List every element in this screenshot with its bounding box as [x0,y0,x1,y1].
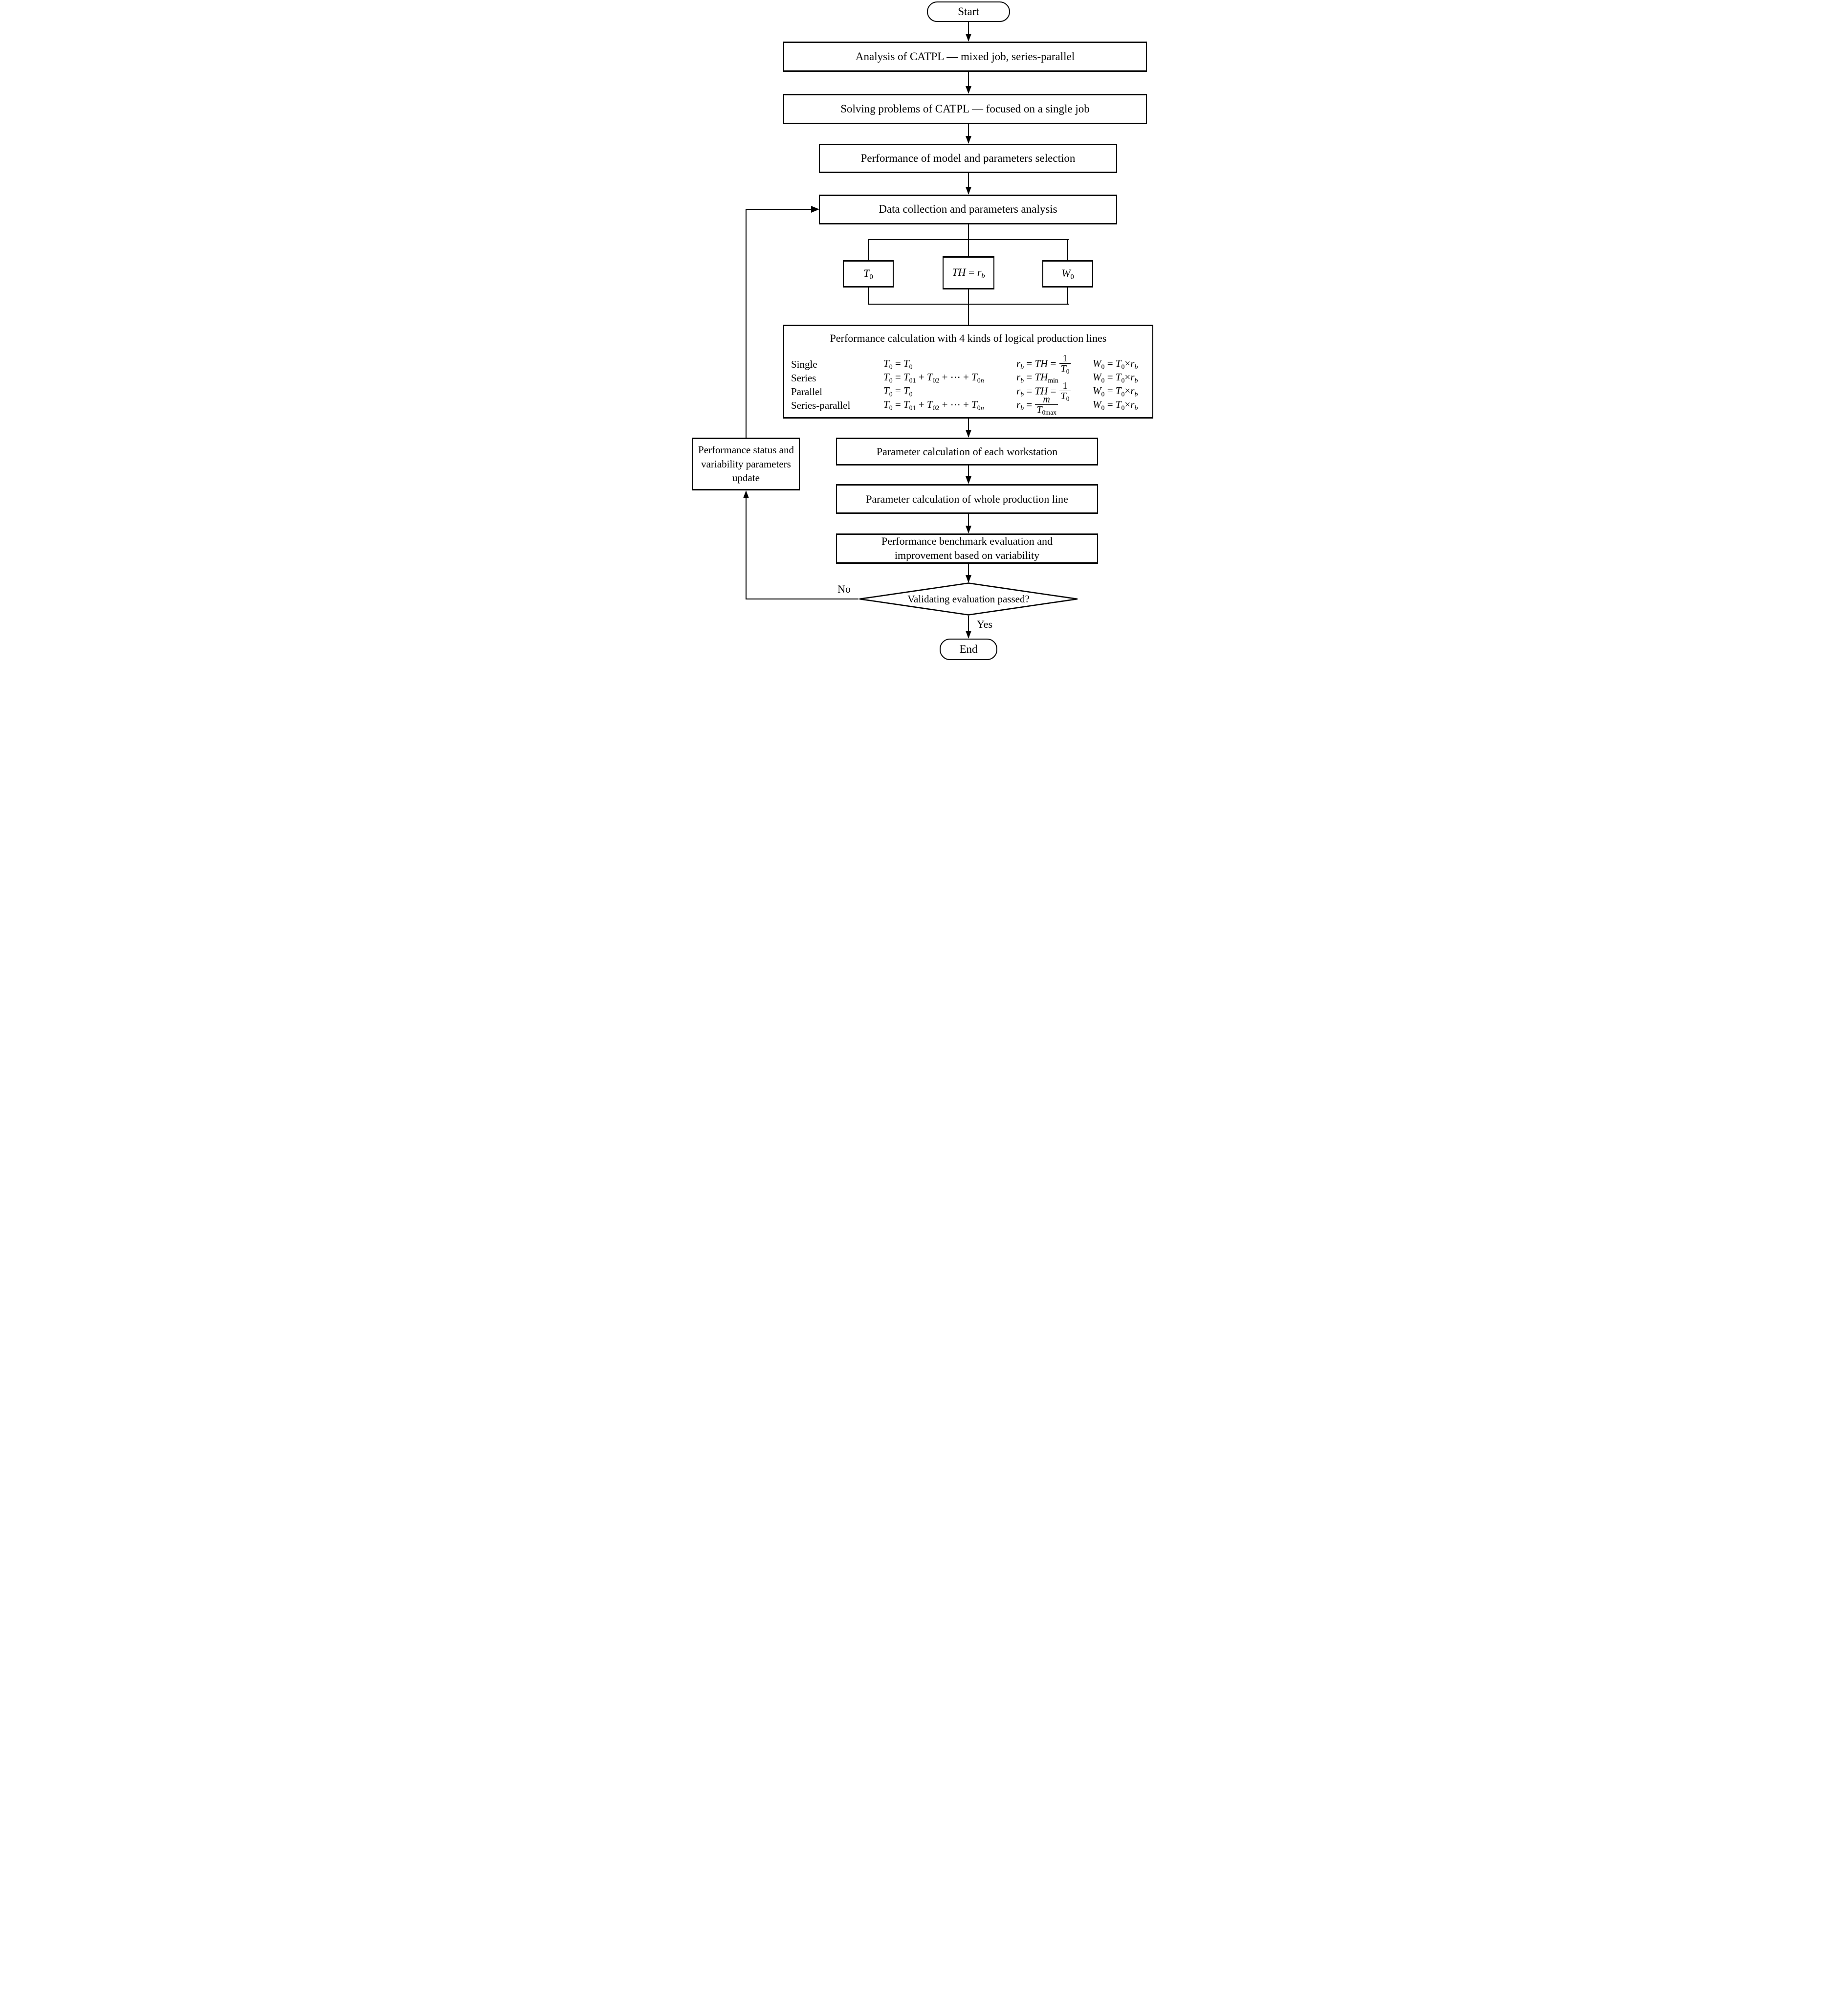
no-path-horizontal-line [746,598,858,599]
decision-diamond: Validating evaluation passed? [858,582,1078,616]
arrow-start-to-analysis-head [966,34,971,42]
arrow-workstation-to-wholeline-line [968,466,969,477]
split-right-drop [1067,240,1068,260]
arrow-solving-to-model-line [968,124,969,136]
split-left-drop [868,240,869,260]
calc-row-series: Series T0 = T01 + T02 + ⋯ + T0n rb = THm… [784,371,1152,385]
benchmark-box-label: Performance benchmark evaluation and imp… [881,535,1053,561]
calc-row-series-label: Series [791,372,816,384]
merge-bottom-bracket [868,304,1069,305]
th-param-box: TH = rb [943,256,994,289]
arrow-workstation-to-wholeline-head [966,476,971,484]
split-center-drop [968,240,969,256]
update-box-label: Performance status and variability param… [698,444,794,484]
calc-row-series-t0-formula: T0 = T01 + T02 + ⋯ + T0n [883,371,984,384]
arrow-start-to-analysis-line [968,22,969,34]
calc-row-single-t0-formula: T0 = T0 [883,357,913,371]
yes-path-line [968,616,969,631]
calc-row-series-parallel-label: Series-parallel [791,399,851,411]
merge-center-drop [968,289,969,305]
merge-right-drop [1067,288,1068,305]
loop-horizontal-line [746,209,812,210]
calc-row-single-w0-formula: W0 = T0×rb [1093,357,1138,371]
split-stem-line [968,224,969,240]
split-top-bracket [868,239,1069,240]
calc-row-parallel-label: Parallel [791,385,823,398]
arrow-wholeline-to-benchmark-head [966,526,971,533]
calc-row-parallel-w0-formula: W0 = T0×rb [1093,384,1138,398]
arrow-model-to-data-head [966,187,971,195]
model-selection-box-label: Performance of model and parameters sele… [860,152,1076,164]
data-collection-box-label: Data collection and parameters analysis [879,203,1057,216]
model-selection-box: Performance of model and parameters sele… [819,144,1117,173]
arrow-analysis-to-solving-line [968,72,969,87]
calculation-box: Performance calculation with 4 kinds of … [783,325,1153,419]
calc-row-parallel-t0-formula: T0 = T0 [883,384,913,398]
arrow-calc-to-workstation-head [966,430,971,438]
analysis-box: Analysis of CATPL — mixed job, series-pa… [783,42,1147,72]
no-label: No [837,583,851,595]
arrow-benchmark-to-decision-head [966,575,971,583]
calc-row-series-parallel-w0-formula: W0 = T0×rb [1093,398,1138,412]
arrow-calc-to-workstation-line [968,419,969,431]
end-terminator: End [940,639,997,660]
arrow-wholeline-to-benchmark-line [968,514,969,526]
calc-row-series-w0-formula: W0 = T0×rb [1093,371,1138,384]
whole-line-box: Parameter calculation of whole productio… [836,484,1098,514]
w0-param-box: W0 [1042,260,1093,288]
decision-diamond-shape [859,582,1078,616]
end-label: End [959,643,978,655]
w0-param-label: W0 [1061,266,1074,281]
start-label: Start [958,5,979,18]
calc-row-series-parallel-t0-formula: T0 = T01 + T02 + ⋯ + T0n [883,398,984,412]
calculation-box-title: Performance calculation with 4 kinds of … [830,332,1107,344]
yes-label: Yes [977,618,993,630]
solving-box: Solving problems of CATPL — focused on a… [783,94,1147,124]
arrow-model-to-data-line [968,173,969,187]
analysis-box-label: Analysis of CATPL — mixed job, series-pa… [855,50,1075,63]
no-path-arrowhead [743,490,749,498]
arrow-solving-to-model-head [966,136,971,144]
loop-vertical-line [746,209,747,438]
arrow-benchmark-to-decision-line [968,564,969,576]
calc-row-series-parallel: Series-parallel T0 = T01 + T02 + ⋯ + T0n… [784,394,1152,416]
whole-line-box-label: Parameter calculation of whole productio… [866,492,1068,505]
no-path-vertical-line [746,498,747,599]
update-box: Performance status and variability param… [692,438,800,490]
yes-path-arrowhead [966,631,971,639]
decision-label: Validating evaluation passed? [907,593,1030,605]
workstation-box-label: Parameter calculation of each workstatio… [876,445,1058,458]
calc-row-series-rb-formula: rb = THmin [1016,371,1058,384]
calc-row-single-label: Single [791,358,817,370]
t0-param-box: T0 [843,260,894,288]
t0-param-label: T0 [863,266,873,281]
th-param-label: TH = rb [952,266,985,280]
arrow-analysis-to-solving-head [966,86,971,94]
benchmark-box: Performance benchmark evaluation and imp… [836,533,1098,564]
data-collection-box: Data collection and parameters analysis [819,195,1117,224]
start-terminator: Start [927,1,1010,22]
merge-left-drop [868,288,869,305]
loop-arrowhead [811,206,819,213]
flowchart-canvas: Start Analysis of CATPL — mixed job, ser… [616,0,1232,665]
solving-box-label: Solving problems of CATPL — focused on a… [840,102,1090,115]
workstation-box: Parameter calculation of each workstatio… [836,438,1098,466]
merge-stem-line [968,305,969,325]
